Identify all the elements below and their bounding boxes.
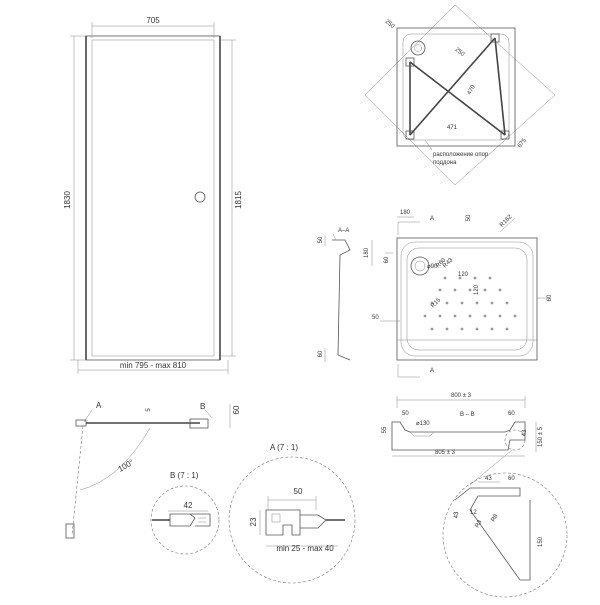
detail-tray-circle: [442, 472, 568, 598]
detail-a-hinge-profile: [300, 514, 327, 529]
dim-width-805: 805 ± 3: [435, 450, 456, 456]
detail-a-circle: [228, 456, 356, 584]
dim-60-edge: 60: [508, 476, 515, 482]
door-swing-end: [65, 523, 75, 539]
dim-r15: R15: [430, 297, 442, 309]
dim-5: 5: [146, 408, 152, 412]
detail-b-profile-a: [169, 513, 196, 527]
front-view-door: 705 1830 1815 min 795 - max 810: [63, 16, 243, 374]
tray-section-profile: [391, 421, 526, 451]
dim-60-right: 60: [547, 294, 553, 301]
tray-plan-basin: [406, 247, 528, 351]
support-beam-b: [409, 37, 496, 136]
detail-b-view: B (7 : 1) 42: [150, 471, 220, 555]
dim-d90: ⌀90: [427, 264, 438, 270]
dim-120-a: 120: [458, 272, 469, 278]
dim-43-edge: 43: [485, 476, 492, 482]
tray-support-view: 250 250 470 471 675 расположение опор по…: [364, 4, 556, 186]
dim-180-top: 180: [400, 210, 411, 216]
dim-width-800: 800 ± 3: [451, 393, 472, 399]
door-swing-arc: [79, 427, 151, 491]
dim-min25-max40: min 25 - max 40: [276, 544, 334, 553]
dim-50-detail: 50: [294, 487, 303, 496]
door-swing-path: [71, 425, 84, 536]
support-note-1: расположение опор: [433, 152, 489, 158]
door-plan-view: A B 5 60 100°: [65, 401, 241, 539]
dim-corner-a: 250: [384, 19, 396, 30]
detail-b-profile-b: [190, 513, 211, 527]
detail-b-circle: [150, 485, 220, 555]
angle-100: 100°: [117, 458, 136, 474]
dim-width-bottom: min 795 - max 810: [120, 361, 187, 370]
tray-plan-inner-rim: [400, 241, 534, 357]
door-handle: [194, 191, 206, 203]
anti-slip-pattern: [423, 276, 517, 331]
dim-height-left: 1830: [63, 191, 72, 209]
dim-corner-b: 250: [454, 47, 466, 58]
dim-50-section-left: 50: [402, 411, 409, 417]
dim-mid: 470: [467, 84, 478, 96]
detail-callout-circle: [504, 429, 526, 451]
dim-bottom-471: 471: [447, 125, 458, 131]
dim-r3: R3: [475, 519, 484, 529]
door-glass-panel: [91, 39, 215, 357]
dim-60-section-right: 60: [508, 411, 515, 417]
section-aa-label: A–A: [338, 228, 349, 234]
dim-150: 150 ± 5: [538, 426, 544, 447]
tray-drain-top: [410, 40, 426, 56]
dim-120-b: 120: [474, 284, 480, 295]
dim-42: 42: [184, 501, 193, 510]
dim-55: 55: [382, 426, 388, 433]
tray-plan-drain: [410, 256, 430, 276]
tray-plan-view: A–A 50 60 A A 180 50 R162 180: [318, 210, 553, 378]
tray-section-drain: [409, 431, 435, 437]
detail-a-title: A (7 : 1): [270, 443, 298, 452]
dim-50-top: 50: [466, 214, 472, 221]
dim-50-left-mid: 50: [372, 315, 379, 321]
support-beam-d: [494, 37, 506, 136]
tray-plan-outer: [396, 237, 538, 361]
support-note-2: поддона: [433, 160, 457, 166]
detail-b-title: B (7 : 1): [170, 471, 199, 480]
dim-d130: ⌀130: [416, 421, 430, 427]
detail-a-wall-profile: [265, 509, 301, 536]
dim-12: 12: [470, 510, 477, 516]
tray-section-view: 800 ± 3 50 60 ⌀130 B – B 55 43 150 ± 5 8…: [382, 393, 544, 486]
dim-43-section: 43: [522, 429, 528, 436]
mark-b: B: [200, 402, 205, 411]
tray-support-frame: [396, 27, 516, 147]
section-bb-label: B – B: [460, 412, 475, 418]
dim-height-right: 1815: [234, 191, 243, 209]
detail-tray-edge-profile: [454, 487, 531, 581]
dim-50-left-top: 50: [318, 236, 324, 243]
dim-60-door: 60: [232, 405, 241, 414]
dim-23: 23: [249, 517, 258, 526]
dim-43-vertical: 43: [454, 511, 460, 518]
dim-diag-675: 675: [517, 137, 528, 149]
dim-180-left: 180: [364, 247, 370, 258]
dim-60-right-top: 60: [384, 256, 390, 263]
detail-a-view: A (7 : 1) 50 23 min 25 - max 40: [228, 443, 356, 584]
dim-r8: R8: [491, 513, 500, 523]
detail-tray-edge: 43 60 43 12 R3 R8 150: [442, 472, 568, 598]
support-beam-a: [409, 61, 506, 136]
door-outer-frame: [85, 35, 221, 361]
dim-60-left-bottom: 60: [318, 350, 324, 357]
mark-a: A: [96, 401, 102, 410]
door-plan-seal: [189, 418, 209, 429]
section-mark-top: A: [430, 216, 434, 222]
tray-rotated-outline: [364, 4, 556, 186]
dim-width-top: 705: [146, 16, 160, 25]
section-aa-profile: [332, 239, 351, 361]
dim-150-edge: 150: [538, 536, 544, 547]
section-mark-bottom: A: [430, 368, 434, 374]
